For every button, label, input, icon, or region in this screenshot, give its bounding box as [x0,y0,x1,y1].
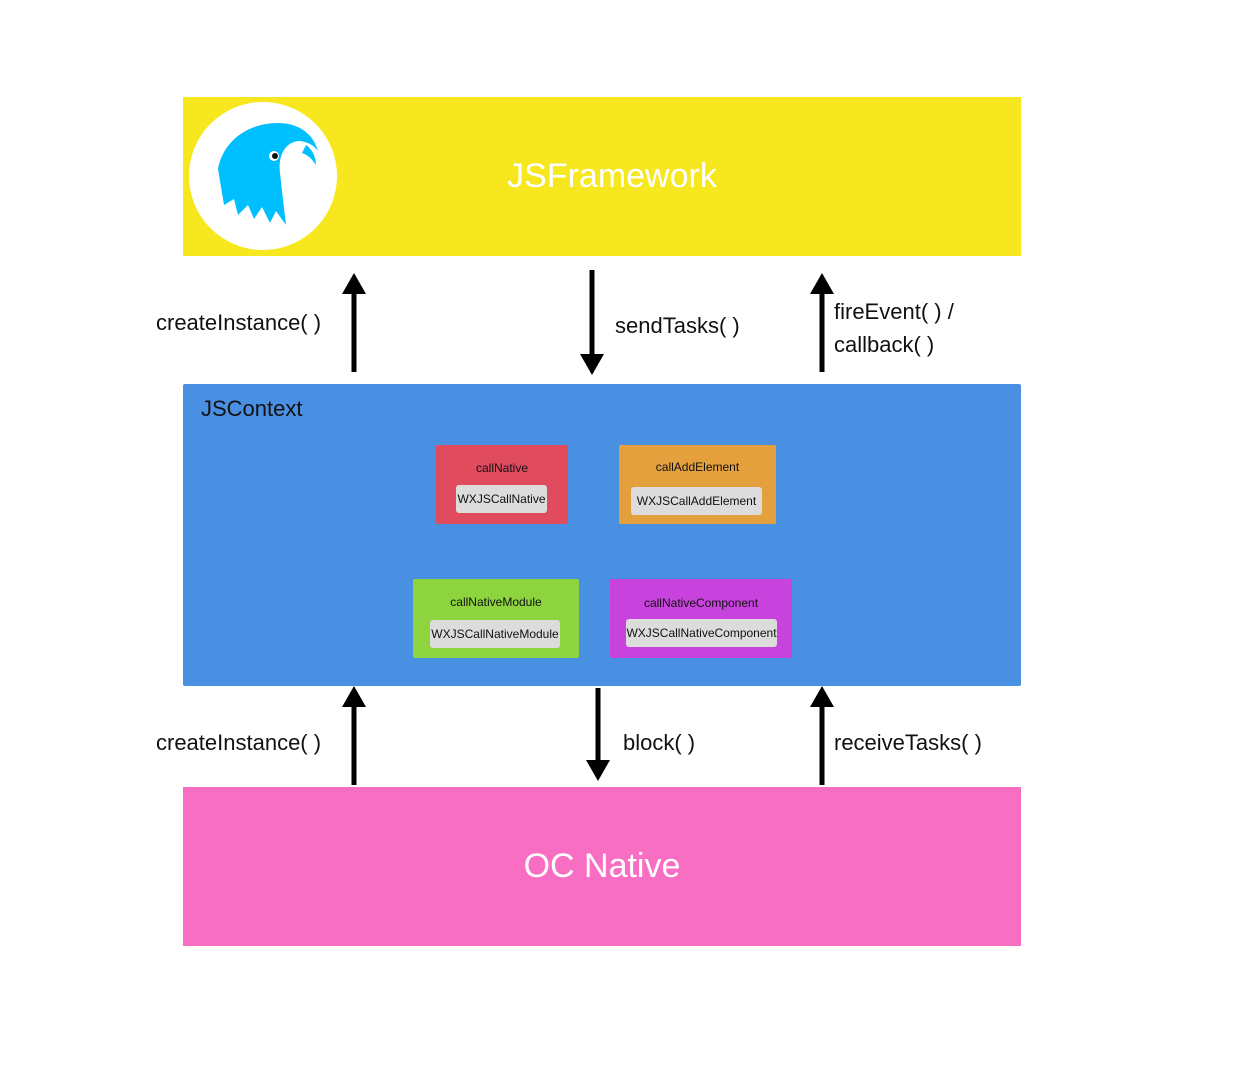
func-name: callNative [475,461,529,475]
arrow-up-createinstance-lower [342,686,366,785]
func-impl: WXJSCallAddElement [631,487,762,515]
func-name: callNativeModule [450,595,542,609]
arrow-up-fireevent [810,273,834,372]
func-box-callnativemodule: callNativeModule WXJSCallNativeModule [413,579,579,658]
func-name: callNativeComponent [643,596,759,610]
label-block: block( ) [623,730,696,755]
func-impl: WXJSCallNativeModule [430,620,560,648]
func-box-callnativecomponent: callNativeComponent WXJSCallNativeCompon… [610,579,792,658]
eagle-head-shape [218,123,318,225]
func-box-callnative: callNative WXJSCallNative [436,445,568,524]
label-createinstance-upper: createInstance( ) [156,310,322,335]
arrow-down-sendtasks [580,270,604,375]
label-createinstance-lower: createInstance( ) [156,730,322,755]
label-callback: callback( ) [834,332,935,357]
jsframework-layer: JSFramework [183,97,1021,256]
jscontext-title: JSContext [201,396,303,421]
ocnative-title: OC Native [523,847,681,885]
func-impl: WXJSCallNativeComponent [626,619,777,647]
label-sendtasks: sendTasks( ) [615,313,740,338]
func-name: callAddElement [655,460,740,474]
jscontext-layer: JSContext callNative WXJSCallNative call… [183,384,1021,686]
jsframework-title: JSFramework [507,157,717,195]
label-receivetasks: receiveTasks( ) [834,730,982,755]
eagle-logo-icon [189,102,337,250]
arrow-up-receivetasks [810,686,834,785]
func-box-calladdelement: callAddElement WXJSCallAddElement [619,445,776,524]
ocnative-layer: OC Native [183,787,1021,946]
arrow-down-block [586,688,610,781]
func-impl: WXJSCallNative [456,485,547,513]
label-fireevent: fireEvent( ) / [834,299,954,324]
arrow-up-createinstance-upper [342,273,366,372]
